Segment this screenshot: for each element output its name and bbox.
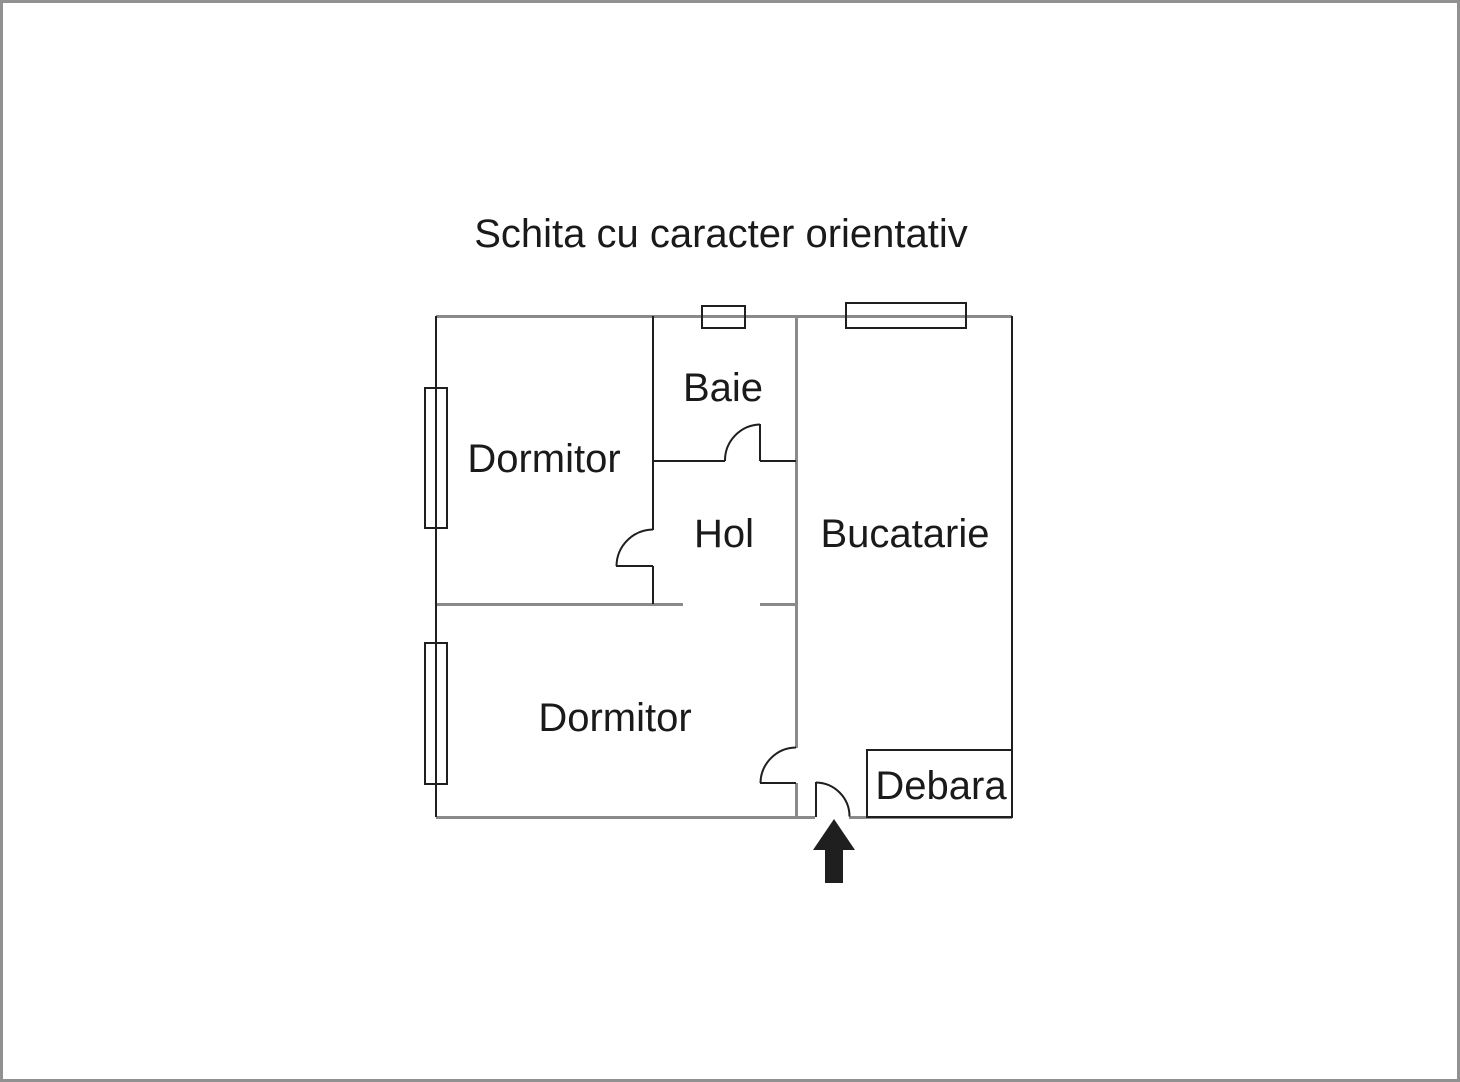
dormitor-top-door-arc xyxy=(615,528,654,567)
window-left-bottom xyxy=(424,642,448,785)
title-group: Schita cu caracter orientativ xyxy=(474,212,968,256)
windows-group xyxy=(424,302,967,785)
window-top-bucatarie xyxy=(845,302,967,329)
debara-group xyxy=(866,749,1013,818)
window-left-top xyxy=(424,387,448,529)
doors-group xyxy=(615,423,851,817)
room-labels-group: Dormitor Baie Hol Bucatarie Dormitor Deb… xyxy=(467,366,1007,808)
room-label-bucatarie: Bucatarie xyxy=(821,512,990,556)
floor-plan-drawing: Schita cu caracter orientativ xyxy=(424,212,1013,883)
entrance-door-arc xyxy=(815,781,851,817)
page-title: Schita cu caracter orientativ xyxy=(474,212,968,256)
window-top-baie xyxy=(701,305,746,329)
room-label-debara: Debara xyxy=(875,764,1007,808)
entrance-arrow-icon xyxy=(813,819,855,883)
room-label-baie: Baie xyxy=(683,366,763,410)
debara-room-outline xyxy=(866,749,1013,818)
baie-door-arc xyxy=(723,423,761,462)
room-label-hol: Hol xyxy=(694,512,754,556)
dark-walls-group xyxy=(435,316,1013,817)
hall-door-arc xyxy=(759,746,797,784)
room-label-dormitor-top: Dormitor xyxy=(467,437,620,481)
room-label-dormitor-bottom: Dormitor xyxy=(538,696,691,740)
